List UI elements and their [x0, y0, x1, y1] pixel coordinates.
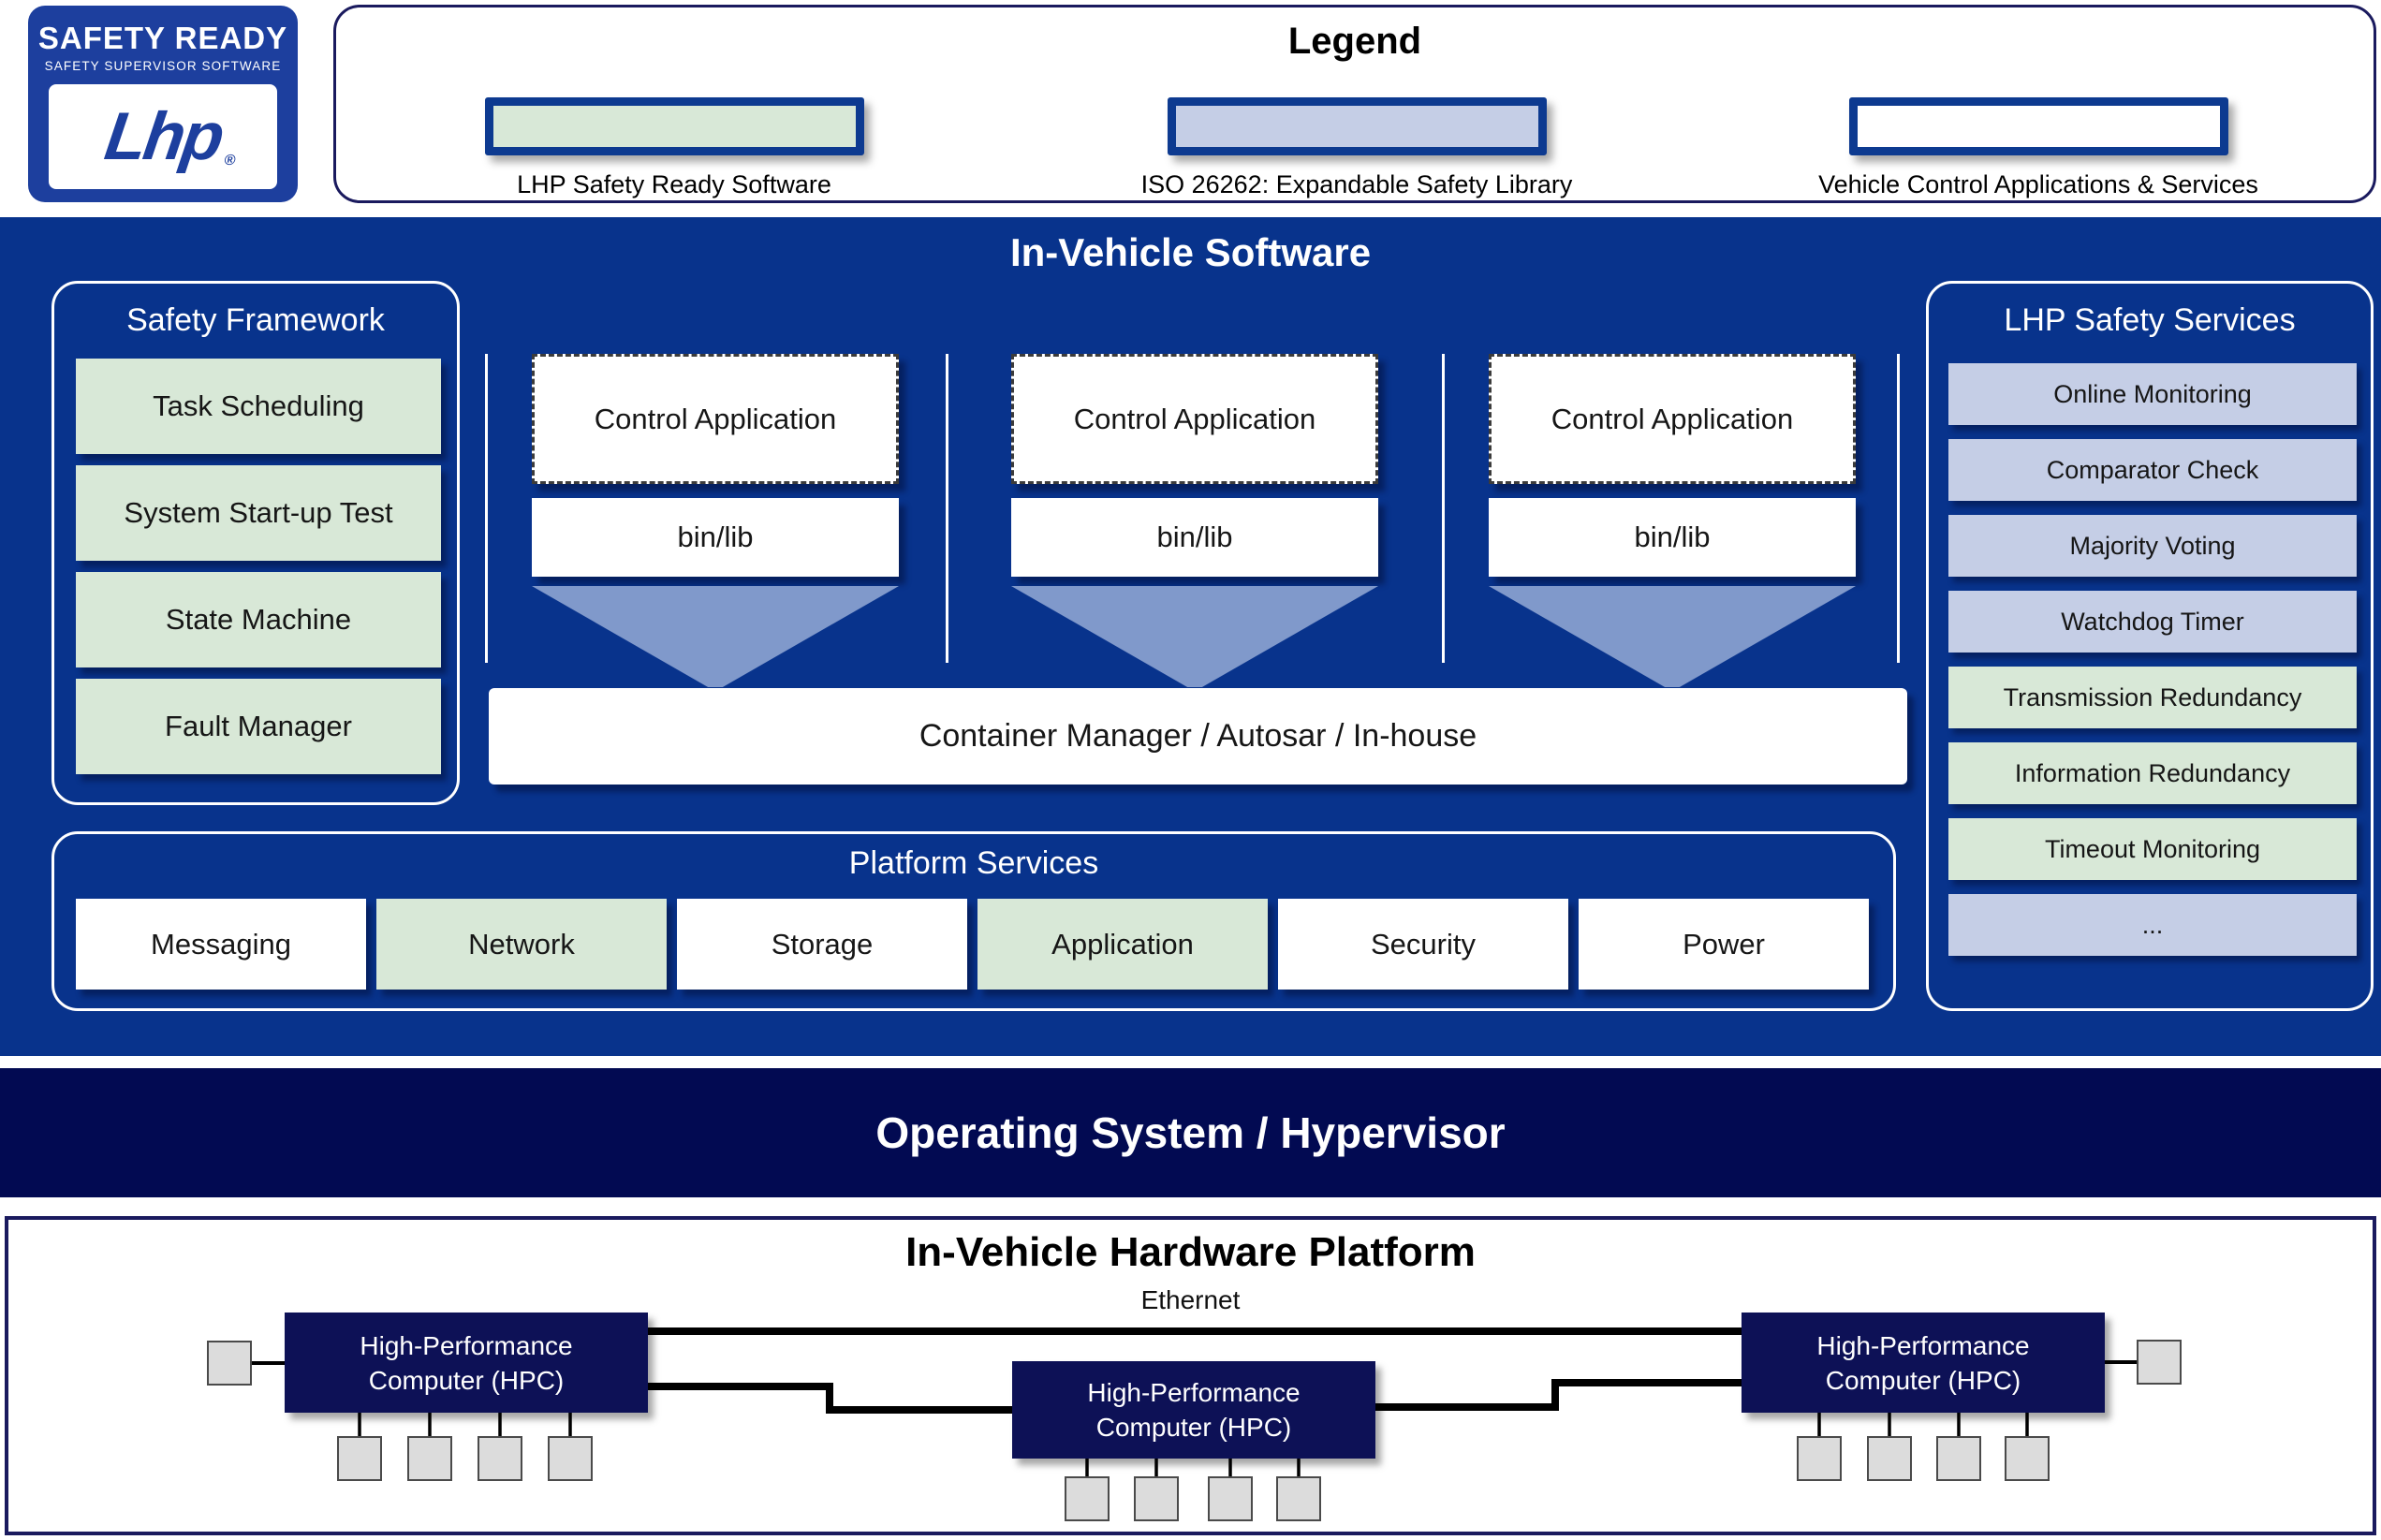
safety-ready-logo: SAFETY READY SAFETY SUPERVISOR SOFTWARE … [28, 6, 298, 202]
platform-service-box: Power [1579, 899, 1869, 990]
hardware-platform-panel: In-Vehicle Hardware Platform Ethernet Hi… [5, 1216, 2376, 1535]
safety-framework-item: State Machine [76, 572, 441, 667]
safety-service-box: Information Redundancy [1948, 742, 2357, 804]
platform-services-title: Platform Services [848, 845, 1099, 881]
peripheral-square [1134, 1476, 1179, 1521]
in-vehicle-software-title: In-Vehicle Software [1009, 230, 1372, 274]
column-divider [485, 354, 488, 663]
deploy-funnel-shape [1011, 586, 1378, 687]
platform-services-panel: Platform Services Messaging Network Stor… [51, 831, 1896, 1011]
peripheral-square [1208, 1476, 1253, 1521]
legend-title: Legend [1287, 21, 1422, 62]
legend-panel: Legend LHP Safety Ready Software ISO 262… [333, 5, 2376, 203]
column-divider [1897, 354, 1900, 663]
hpc-box: High-Performance Computer (HPC) [1742, 1313, 2105, 1413]
peripheral-square [407, 1436, 452, 1481]
safety-framework-item: System Start-up Test [76, 465, 441, 561]
os-hypervisor-bar: Operating System / Hypervisor [0, 1068, 2381, 1197]
platform-service-box: Messaging [76, 899, 366, 990]
deploy-funnel-shape [532, 586, 899, 687]
os-hypervisor-title: Operating System / Hypervisor [875, 1108, 1506, 1157]
peripheral-square [1936, 1436, 1981, 1481]
hpc-box: High-Performance Computer (HPC) [285, 1313, 648, 1413]
legend-item-vehicle-apps: Vehicle Control Applications & Services [1757, 97, 2319, 199]
bin-lib-box: bin/lib [1489, 498, 1856, 577]
platform-service-box: Network [376, 899, 667, 990]
logo-title: SAFETY READY [37, 21, 288, 55]
safety-framework-panel: Safety Framework Task Scheduling System … [51, 281, 460, 805]
legend-label: LHP Safety Ready Software [517, 170, 831, 198]
legend-item-lhp-software: LHP Safety Ready Software [393, 97, 955, 199]
safety-service-box: Watchdog Timer [1948, 591, 2357, 653]
logo-subtitle: SAFETY SUPERVISOR SOFTWARE [44, 59, 282, 73]
lhp-logo-icon: Lhp® [99, 99, 234, 174]
ethernet-wiring-lines [250, 1327, 2138, 1477]
control-application-box: Control Application [1011, 354, 1378, 484]
control-application-box: Control Application [532, 354, 899, 484]
safety-service-box: Transmission Redundancy [1948, 667, 2357, 728]
peripheral-square [548, 1436, 593, 1481]
platform-service-box: Storage [677, 899, 967, 990]
lhp-safety-services-panel: LHP Safety Services Online Monitoring Co… [1926, 281, 2374, 1011]
safety-service-box: Online Monitoring [1948, 363, 2357, 425]
hardware-platform-title: In-Vehicle Hardware Platform [905, 1229, 1476, 1275]
ethernet-label: Ethernet [1140, 1285, 1241, 1314]
peripheral-square [1797, 1436, 1842, 1481]
peripheral-square [207, 1341, 252, 1386]
legend-label: Vehicle Control Applications & Services [1818, 170, 2258, 198]
safety-framework-title: Safety Framework [126, 302, 385, 338]
deploy-funnel-shape [1489, 586, 1856, 687]
peripheral-square [337, 1436, 382, 1481]
safety-service-box: ... [1948, 894, 2357, 956]
in-vehicle-software-panel: In-Vehicle Software Safety Framework Tas… [0, 217, 2381, 1056]
lhp-logo-badge: Lhp® [49, 84, 277, 189]
platform-service-box: Security [1278, 899, 1568, 990]
registered-mark: ® [222, 153, 234, 169]
column-divider [1442, 354, 1445, 663]
peripheral-square [2137, 1340, 2182, 1385]
peripheral-square [478, 1436, 522, 1481]
safety-framework-item: Task Scheduling [76, 359, 441, 454]
control-application-box: Control Application [1489, 354, 1856, 484]
peripheral-square [1867, 1436, 1912, 1481]
hpc-box: High-Performance Computer (HPC) [1012, 1361, 1375, 1459]
safety-framework-item: Fault Manager [76, 679, 441, 774]
safety-service-box: Majority Voting [1948, 515, 2357, 577]
container-manager-bar: Container Manager / Autosar / In-house [489, 688, 1907, 785]
legend-swatch-lavender [1167, 97, 1547, 155]
peripheral-square [2005, 1436, 2050, 1481]
safety-service-box: Timeout Monitoring [1948, 818, 2357, 880]
bin-lib-box: bin/lib [1011, 498, 1378, 577]
legend-swatch-green [484, 97, 864, 155]
peripheral-square [1065, 1476, 1110, 1521]
column-divider [946, 354, 948, 663]
legend-label: ISO 26262: Expandable Safety Library [1140, 170, 1573, 198]
lhp-safety-services-title: LHP Safety Services [2004, 302, 2296, 338]
peripheral-square [1276, 1476, 1321, 1521]
safety-service-box: Comparator Check [1948, 439, 2357, 501]
legend-item-iso-library: ISO 26262: Expandable Safety Library [1076, 97, 1638, 199]
legend-swatch-white [1848, 97, 2228, 155]
bin-lib-box: bin/lib [532, 498, 899, 577]
platform-service-box: Application [977, 899, 1268, 990]
